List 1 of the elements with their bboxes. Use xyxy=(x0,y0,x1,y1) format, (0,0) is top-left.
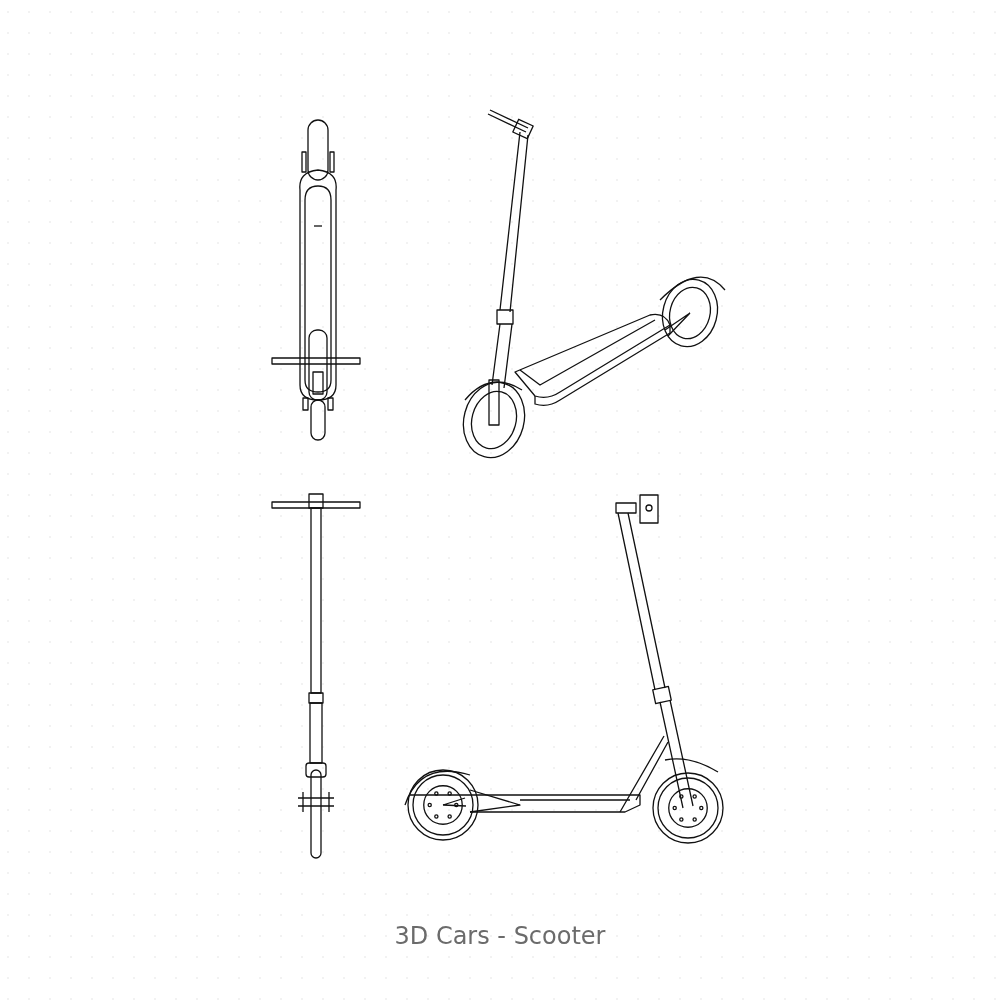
caption: 3D Cars - Scooter xyxy=(394,922,606,950)
